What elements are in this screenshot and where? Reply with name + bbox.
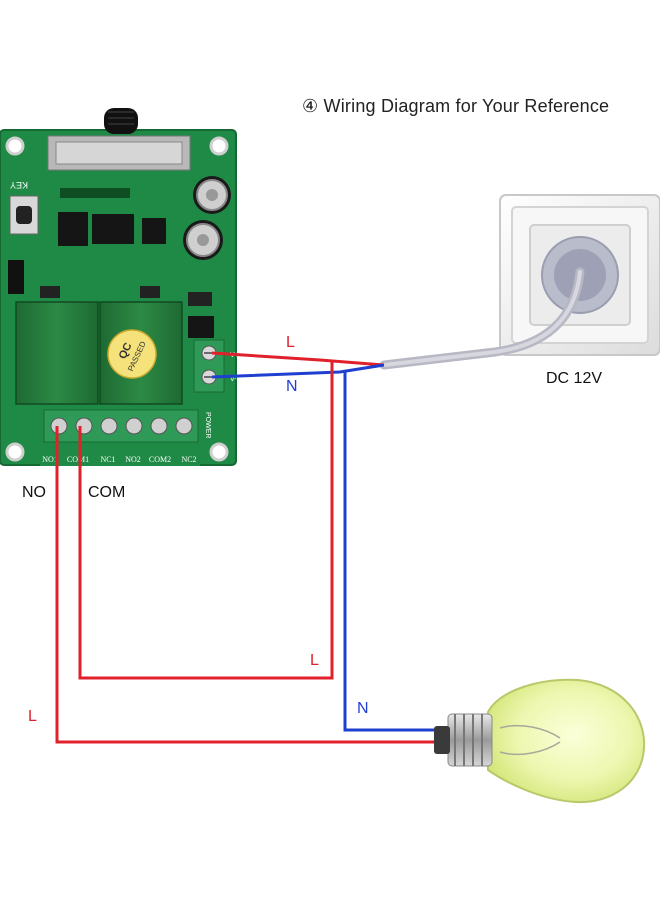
key-label: KEY (10, 180, 28, 190)
terminal-no-label: NO (22, 484, 46, 501)
relay-1 (15, 301, 99, 405)
wire-live-supply (211, 351, 385, 367)
capacitor (193, 176, 231, 214)
terminal-screw (50, 417, 68, 435)
terminal-label: COM2 (149, 455, 171, 464)
terminal-com-label: COM (88, 484, 126, 501)
wire-label-live: L (286, 334, 295, 351)
antenna-coil (104, 108, 138, 134)
terminal-screw (150, 417, 168, 435)
output-terminal-block: NO1 COM1 NC1 NO2 COM2 NC2 (40, 409, 200, 466)
wire-label-live: L (28, 708, 37, 725)
mount-hole (5, 442, 25, 462)
receiver-board: KEY QC PA (0, 108, 239, 466)
wire-neutral-to-bulb (343, 370, 440, 732)
ic-chip (142, 218, 166, 244)
power-label: POWER (204, 412, 211, 438)
qc-passed-sticker: QC PASSED (107, 329, 157, 379)
terminal-label: NC2 (181, 455, 196, 464)
mount-hole (5, 136, 25, 156)
wire-no-to-bulb (55, 426, 440, 744)
v-minus-label: V- (230, 376, 237, 383)
mount-hole (209, 136, 229, 156)
terminal-label: NO1 (42, 455, 58, 464)
light-bulb (434, 678, 646, 804)
ic-chip (58, 212, 88, 246)
capacitor (183, 220, 223, 260)
terminal-screw (175, 417, 193, 435)
terminal-screw (100, 417, 118, 435)
terminal-screw (75, 417, 93, 435)
diagram-title: ④ Wiring Diagram for Your Reference (302, 96, 610, 116)
wire-label-neutral: N (357, 700, 369, 717)
terminal-screw (125, 417, 143, 435)
wire-label-neutral: N (286, 378, 298, 395)
wire-neutral-supply (211, 363, 385, 379)
terminal-label: COM1 (67, 455, 89, 464)
wire-label-live: L (310, 652, 319, 669)
wire-live-to-com (78, 362, 334, 680)
terminal-label: NC1 (100, 455, 115, 464)
power-source-label: DC 12V (546, 370, 603, 387)
mount-hole (209, 442, 229, 462)
power-terminal: V+ V- POWER (193, 339, 239, 438)
terminal-label: NO2 (125, 455, 141, 464)
ic-chip (92, 214, 134, 244)
